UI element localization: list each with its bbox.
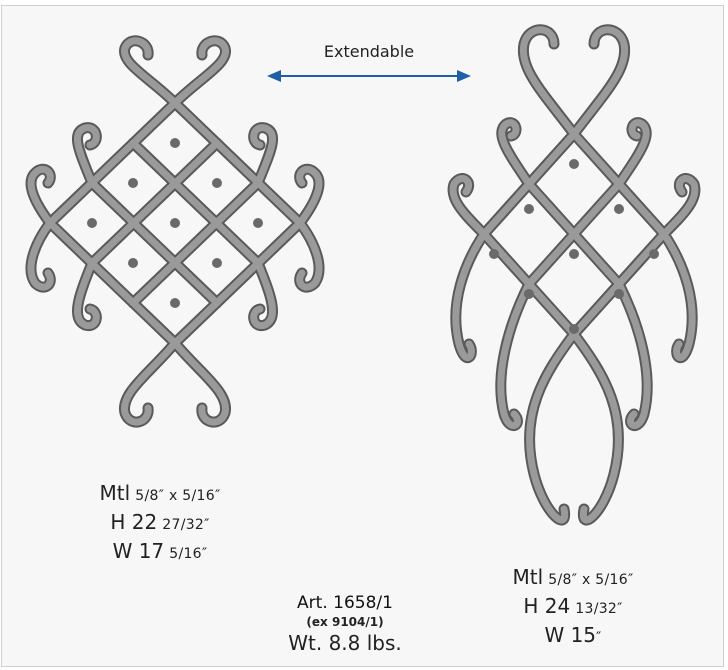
article-info: Art. 1658/1 (ex 9104/1) Wt. 8.8 lbs. bbox=[270, 593, 420, 655]
right-specs: Mtl 5/8″ x 5/16″ H 24 13/32″ W 15″ bbox=[473, 564, 673, 651]
right-ironwork-image bbox=[414, 14, 723, 554]
left-height-label: H 22 bbox=[110, 510, 158, 534]
left-width-label: W 17 bbox=[112, 539, 165, 563]
article-weight: Wt. 8.8 lbs. bbox=[288, 631, 402, 655]
extendable-label: Extendable bbox=[323, 42, 415, 61]
left-mtl-label: Mtl bbox=[99, 481, 131, 505]
right-mtl-label: Mtl bbox=[512, 565, 544, 589]
right-height-value: 13/32″ bbox=[575, 601, 623, 617]
left-width-value: 5/16″ bbox=[169, 546, 208, 562]
right-height-label: H 24 bbox=[523, 594, 571, 618]
left-height-value: 27/32″ bbox=[162, 517, 210, 533]
left-mtl-value: 5/8″ x 5/16″ bbox=[135, 488, 221, 504]
right-mtl-value: 5/8″ x 5/16″ bbox=[548, 572, 634, 588]
product-card: Extendable Mtl 5/8″ x 5/16″ H 22 27/32″ … bbox=[1, 5, 724, 667]
left-specs: Mtl 5/8″ x 5/16″ H 22 27/32″ W 17 5/16″ bbox=[60, 480, 260, 567]
right-width-value: ″ bbox=[596, 630, 602, 646]
right-width-label: W 15 bbox=[544, 623, 597, 647]
double-arrow-icon bbox=[267, 70, 471, 82]
article-number: Art. 1658/1 bbox=[297, 593, 393, 613]
left-ironwork-image bbox=[10, 33, 340, 453]
extendable-indicator: Extendable bbox=[265, 42, 473, 88]
article-ex-number: (ex 9104/1) bbox=[306, 615, 384, 629]
